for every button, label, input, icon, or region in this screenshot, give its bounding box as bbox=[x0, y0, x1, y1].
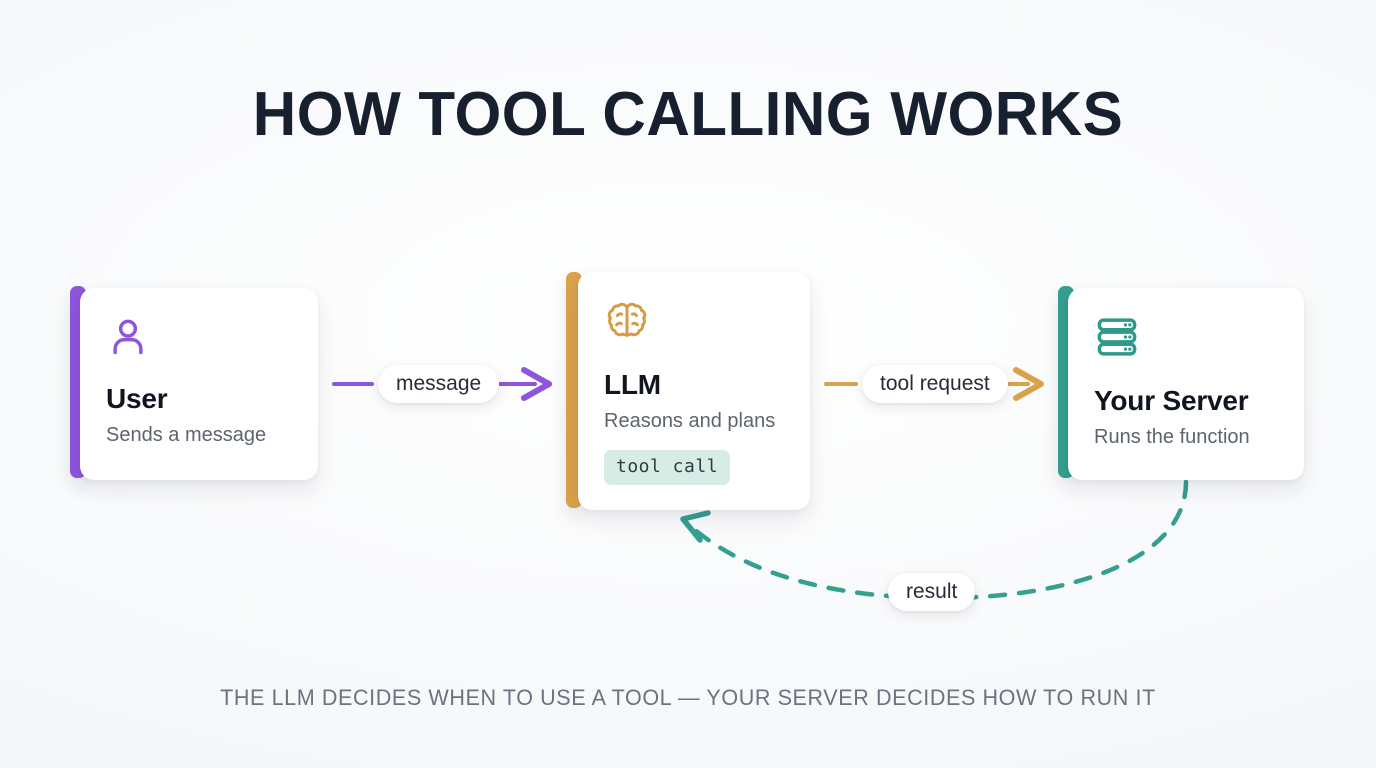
arrowhead-tool-request-icon bbox=[1013, 367, 1044, 401]
footer-caption: THE LLM DECIDES WHEN TO USE A TOOL — YOU… bbox=[220, 685, 1156, 710]
connector-label-result: result bbox=[888, 573, 976, 611]
person-icon bbox=[106, 314, 294, 363]
node-subtitle-user: Sends a message bbox=[106, 424, 267, 446]
node-title-server: Your Server bbox=[1094, 385, 1249, 416]
tool-call-chip: tool call bbox=[604, 450, 731, 485]
connector-label-message: message bbox=[378, 365, 500, 403]
page-title: HOW TOOL CALLING WORKS bbox=[252, 80, 1124, 149]
connector-label-tool-request: tool request bbox=[862, 365, 1008, 403]
node-card-llm[interactable]: LLM Reasons and plans tool call bbox=[578, 272, 810, 510]
node-title-llm: LLM bbox=[604, 369, 661, 400]
node-title-user: User bbox=[106, 383, 168, 414]
arrowhead-message-icon bbox=[521, 367, 552, 401]
arrowhead-result-icon bbox=[680, 510, 711, 543]
node-card-server[interactable]: Your Server Runs the function bbox=[1068, 288, 1304, 480]
brain-icon bbox=[604, 298, 786, 349]
node-subtitle-server: Runs the function bbox=[1094, 426, 1250, 448]
server-icon bbox=[1094, 314, 1280, 365]
node-subtitle-llm: Reasons and plans bbox=[604, 410, 776, 432]
node-card-user[interactable]: User Sends a message bbox=[80, 288, 318, 480]
